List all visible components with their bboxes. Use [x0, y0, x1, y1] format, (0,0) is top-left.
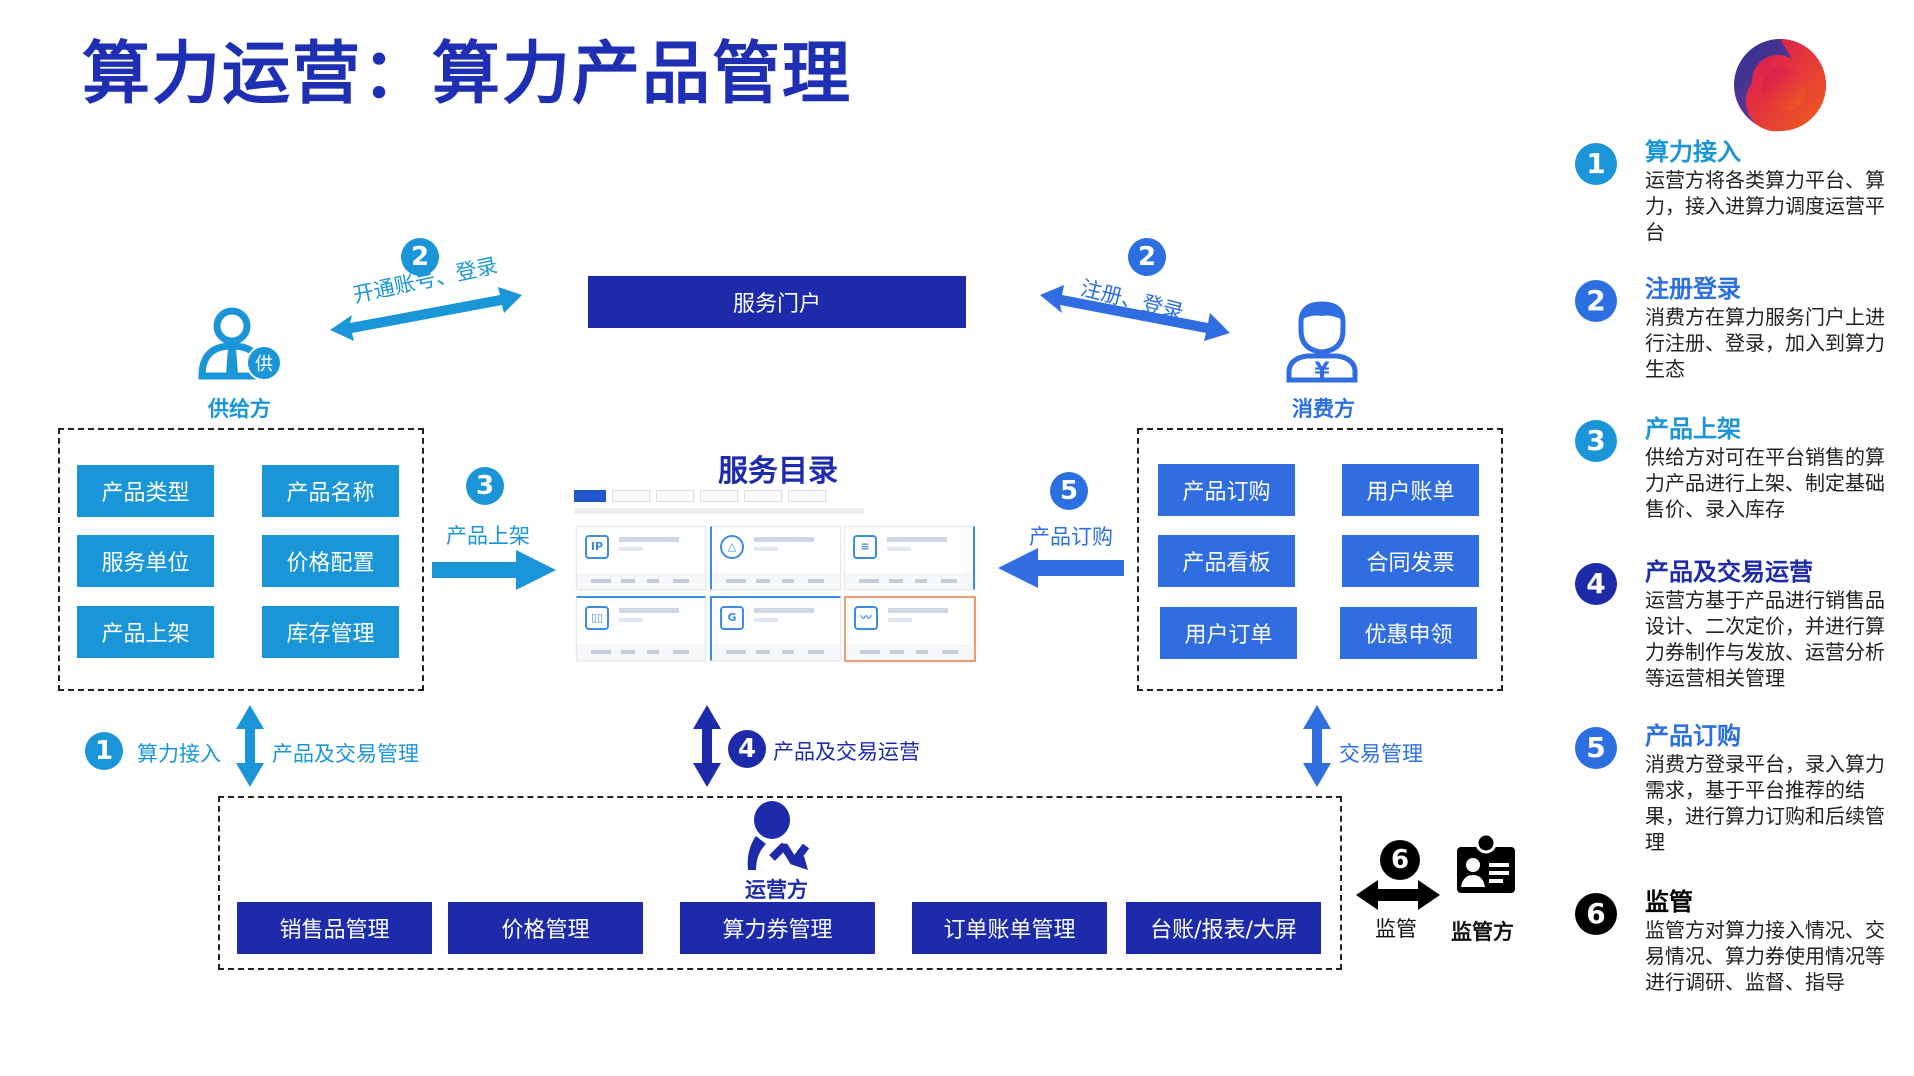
consumer-item-order-product[interactable]: 产品订购 [1158, 464, 1295, 516]
catalog-tab[interactable] [612, 490, 650, 502]
legend-title: 注册登录 [1645, 275, 1741, 303]
flow-label: 产品及交易运营 [773, 740, 920, 764]
operator-label: 运营方 [745, 878, 808, 902]
consumer-item-coupon-claim[interactable]: 优惠申领 [1340, 607, 1477, 659]
ip-icon: IP [585, 535, 609, 559]
supplier-item-inventory[interactable]: 库存管理 [262, 606, 399, 658]
step-badge: 5 [1575, 727, 1617, 769]
legend-title: 产品订购 [1645, 722, 1741, 750]
legend-desc: 监管方对算力接入情况、交易情况、算力券使用情况等进行调研、监督、指导 [1645, 918, 1885, 994]
catalog-card[interactable]: ▯▯ [576, 596, 706, 661]
supplier-avatar-icon: 供 [198, 307, 282, 381]
operator-item-sales-product[interactable]: 销售品管理 [237, 902, 432, 954]
legend-desc: 运营方将各类算力平台、算力，接入进算力调度运营平台 [1645, 168, 1885, 244]
flow-label: 交易管理 [1339, 742, 1423, 766]
operator-item-price-management[interactable]: 价格管理 [448, 902, 643, 954]
consumer-label: 消费方 [1292, 397, 1355, 421]
flow-label: 产品订购 [1029, 525, 1113, 549]
step-badge: 4 [728, 730, 766, 768]
monitor-icon: 〰 [854, 606, 878, 630]
double-arrow-icon [1040, 285, 1230, 341]
step-badge: 5 [1050, 472, 1088, 510]
legend-title: 产品及交易运营 [1645, 558, 1813, 586]
legend-title: 监管 [1645, 888, 1693, 916]
service-portal-button[interactable]: 服务门户 [588, 276, 966, 328]
consumer-item-product-dashboard[interactable]: 产品看板 [1158, 535, 1295, 587]
supplier-item-product-type[interactable]: 产品类型 [77, 465, 214, 517]
consumer-item-user-bill[interactable]: 用户账单 [1342, 464, 1479, 516]
flow-label: 算力接入 [137, 742, 221, 766]
flow-label: 监管 [1375, 917, 1417, 941]
step-badge: 6 [1575, 893, 1617, 935]
consumer-functions-panel [1137, 428, 1503, 691]
step-badge: 3 [466, 467, 504, 505]
catalog-card[interactable]: ≡ [844, 526, 975, 590]
double-arrow-icon [1356, 880, 1440, 910]
page-title: 算力运营：算力产品管理 [82, 35, 853, 114]
catalog-title: 服务目录 [718, 454, 838, 489]
catalog-card[interactable]: 〰 [844, 596, 976, 662]
network-icon: △ [720, 535, 744, 559]
supplier-functions-panel [58, 428, 424, 691]
step-badge: 1 [85, 732, 123, 770]
step-badge: 6 [1380, 840, 1420, 880]
catalog-tabs [574, 490, 826, 502]
double-arrow-icon [330, 287, 522, 341]
catalog-tab[interactable] [574, 490, 606, 502]
catalog-filter-bar[interactable] [574, 508, 864, 514]
legend-title: 产品上架 [1645, 415, 1741, 443]
regulator-label: 监管方 [1451, 920, 1514, 944]
flow-label: 产品及交易管理 [272, 742, 419, 766]
operator-avatar-icon [747, 801, 810, 870]
brand-logo-icon [1734, 39, 1826, 132]
legend-desc: 运营方基于产品进行销售品设计、二次定价，并进行算力券制作与发放、运营分析等运营相… [1645, 588, 1885, 690]
legend-title: 算力接入 [1645, 138, 1741, 166]
service-catalog-preview[interactable]: IP △ ≡ ▯▯ G 〰 [572, 476, 976, 666]
rack-icon: ▯▯ [585, 606, 609, 630]
step-badge: 2 [1575, 280, 1617, 322]
supplier-label: 供给方 [208, 397, 271, 421]
consumer-item-user-orders[interactable]: 用户订单 [1160, 607, 1297, 659]
operator-item-reports-dashboard[interactable]: 台账/报表/大屏 [1126, 902, 1321, 954]
legend-desc: 消费方在算力服务门户上进行注册、登录，加入到算力生态 [1645, 305, 1885, 381]
catalog-card[interactable]: G [710, 596, 841, 661]
supplier-badge-text: 供 [255, 354, 273, 375]
catalog-card[interactable]: IP [576, 526, 706, 590]
step-badge: 2 [1128, 238, 1166, 276]
legend-desc: 供给方对可在平台销售的算力产品进行上架、制定基础售价、录入库存 [1645, 445, 1885, 521]
double-arrow-vertical-icon [236, 705, 264, 787]
chip-icon: G [720, 606, 744, 630]
operator-item-order-billing[interactable]: 订单账单管理 [912, 902, 1107, 954]
catalog-tab[interactable] [656, 490, 694, 502]
supplier-item-price-config[interactable]: 价格配置 [262, 535, 399, 587]
catalog-card[interactable]: △ [710, 526, 841, 590]
catalog-tab[interactable] [744, 490, 782, 502]
arrow-left-icon [998, 548, 1124, 588]
supplier-item-product-name[interactable]: 产品名称 [262, 465, 399, 517]
server-icon: ≡ [853, 535, 877, 559]
consumer-item-contract-invoice[interactable]: 合同发票 [1342, 535, 1479, 587]
yen-icon: ¥ [1314, 359, 1330, 384]
supplier-item-service-unit[interactable]: 服务单位 [77, 535, 214, 587]
double-arrow-vertical-icon [1303, 705, 1331, 787]
flow-label: 产品上架 [446, 524, 530, 548]
step-badge: 4 [1575, 563, 1617, 605]
legend-desc: 消费方登录平台，录入算力需求，基于平台推荐的结果，进行算力订购和后续管理 [1645, 752, 1885, 854]
step-badge: 2 [401, 238, 439, 276]
consumer-avatar-icon: ¥ [1286, 301, 1358, 384]
step-badge: 3 [1575, 420, 1617, 462]
operator-functions-panel [218, 796, 1342, 970]
operator-item-coupon-management[interactable]: 算力券管理 [680, 902, 875, 954]
double-arrow-vertical-icon [693, 705, 721, 787]
step-badge: 1 [1575, 143, 1617, 185]
catalog-tab[interactable] [700, 490, 738, 502]
supplier-item-listing[interactable]: 产品上架 [77, 606, 214, 658]
catalog-tab[interactable] [788, 490, 826, 502]
arrow-right-icon [432, 550, 556, 590]
regulator-id-card-icon [1457, 832, 1515, 893]
